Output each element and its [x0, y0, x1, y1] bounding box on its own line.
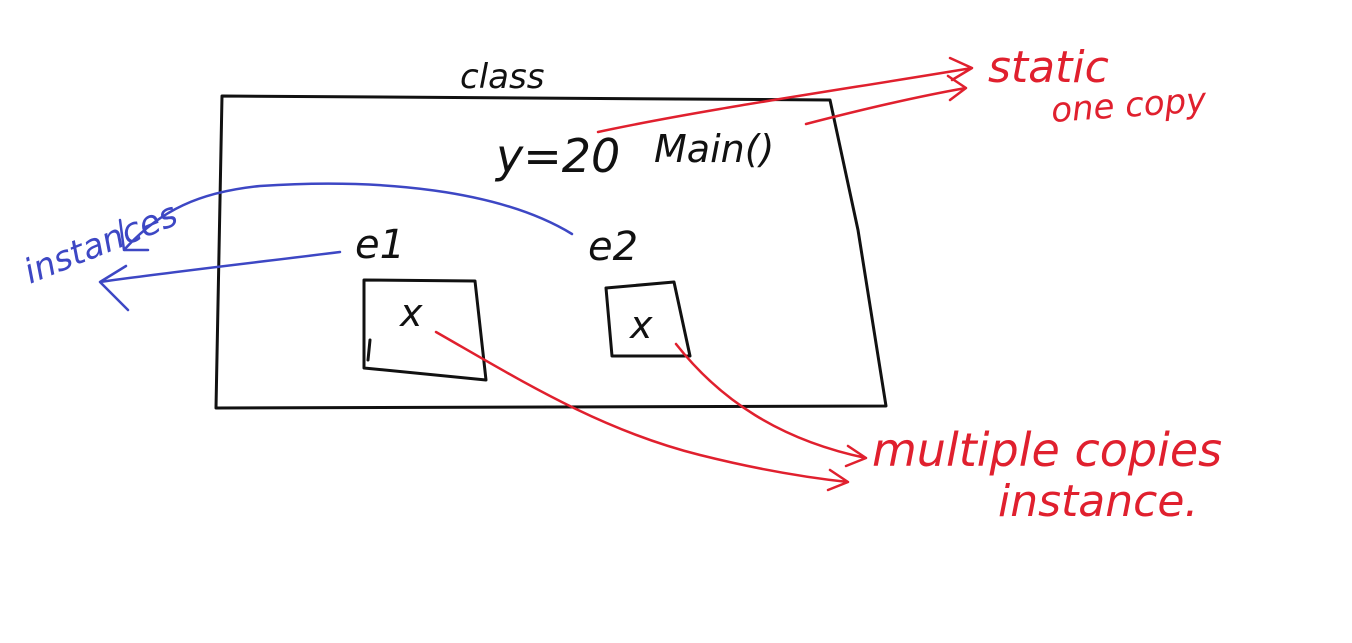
static-variable: y=20: [494, 129, 620, 183]
static-note-line1: static: [988, 42, 1109, 93]
instances-arrow-e1: [98, 250, 342, 312]
instance-label-e2: e2: [588, 224, 638, 270]
multiple-copies-arrow-2: [674, 342, 868, 468]
instance-field-e1: x: [399, 291, 423, 335]
static-arrow-2: [804, 74, 968, 126]
instances-arrow-e2: [118, 182, 574, 252]
instance-field-e2: x: [629, 303, 653, 347]
static-arrow-1: [596, 56, 974, 134]
multiple-copies-arrow-1: [434, 330, 850, 492]
multiple-note-line2: instance.: [998, 476, 1198, 527]
class-label: class: [460, 57, 544, 97]
main-method: Main(): [654, 127, 774, 171]
class-box: [214, 94, 888, 410]
multiple-note-line1: multiple copies: [872, 423, 1222, 477]
instance-box-e1: [362, 278, 488, 382]
instance-box-e2: [604, 280, 692, 358]
instances-note: instances: [18, 195, 183, 293]
instance-label-e1: e1: [355, 222, 405, 268]
